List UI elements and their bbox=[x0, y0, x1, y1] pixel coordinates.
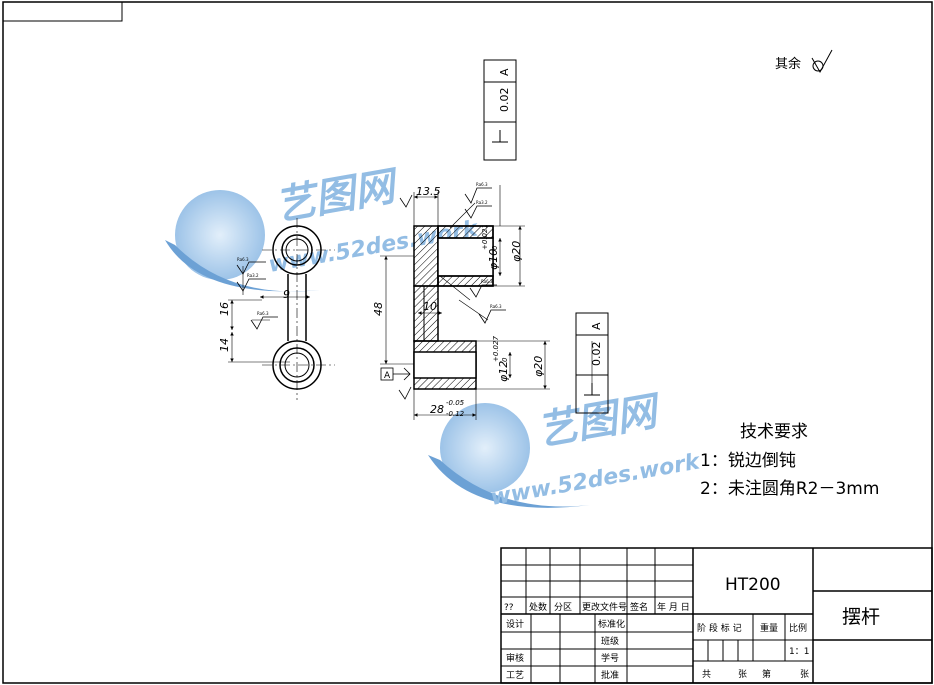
part-name: 摆杆 bbox=[842, 606, 880, 628]
tb-review: 审核 bbox=[506, 652, 524, 664]
tolerance-datum-1: A bbox=[498, 68, 511, 76]
corner-box bbox=[2, 1, 123, 22]
tb-signature: 签名 bbox=[630, 601, 648, 613]
tech-req-item-2: 2：未注圆角R2－3mm bbox=[700, 479, 879, 499]
dim-9: 9 bbox=[283, 288, 290, 301]
tech-req-item-1: 1：锐边倒钝 bbox=[700, 451, 796, 471]
watermark-2: 艺图网 www.52des.work bbox=[428, 388, 703, 511]
tb-process: 工艺 bbox=[506, 670, 524, 681]
dim-phi12-tol-up: +0.027 bbox=[492, 336, 500, 362]
material: HT200 bbox=[725, 575, 781, 595]
tb-count: 处数 bbox=[529, 601, 547, 613]
dim-28: 28 bbox=[430, 403, 444, 416]
tb-zone: 分区 bbox=[554, 602, 572, 613]
dim-10: 10 bbox=[423, 300, 437, 313]
tb-class: 班级 bbox=[601, 635, 619, 647]
roughness-check-icon bbox=[811, 49, 833, 74]
tb-mark: ?? bbox=[504, 603, 514, 613]
tolerance-datum-2: A bbox=[590, 322, 603, 330]
tb-no: 第 bbox=[762, 668, 771, 680]
tb-change-doc: 更改文件号 bbox=[582, 601, 627, 613]
tolerance-value-2: 0.02 bbox=[590, 342, 603, 367]
tb-sheet: 张 bbox=[738, 669, 747, 680]
top-view bbox=[228, 218, 335, 400]
tb-date: 年 月 日 bbox=[657, 601, 690, 613]
roughness-value: Ra6.3 bbox=[481, 279, 493, 284]
tb-design: 设计 bbox=[506, 618, 524, 630]
roughness-icon bbox=[398, 187, 506, 400]
roughness-value: Ra6.3 bbox=[476, 182, 488, 187]
dim-13-5: 13.5 bbox=[416, 185, 441, 198]
roughness-value: Ra6.3 bbox=[237, 257, 249, 262]
tb-approve: 批准 bbox=[601, 669, 619, 681]
watermark-cn-1: 艺图网 bbox=[272, 163, 404, 230]
tb-scale-value: 1：1 bbox=[789, 647, 809, 657]
roughness-value: Ra6.3 bbox=[257, 311, 269, 316]
roughness-icon bbox=[236, 261, 278, 330]
tb-sheet2: 张 bbox=[800, 669, 809, 680]
section-dims bbox=[380, 185, 593, 420]
tb-scale-label: 比例 bbox=[789, 622, 807, 634]
dim-48: 48 bbox=[372, 302, 385, 316]
datum-letter: A bbox=[384, 371, 391, 381]
dim-phi10-tol-up: +0.021 bbox=[481, 224, 489, 250]
tb-standardize: 标准化 bbox=[598, 618, 625, 630]
tolerance-frame-2 bbox=[575, 312, 609, 414]
dim-phi20-bot: φ20 bbox=[532, 356, 545, 377]
roughness-value: Ra6.3 bbox=[490, 304, 502, 309]
tb-weight: 重量 bbox=[760, 622, 778, 634]
title-block bbox=[500, 547, 933, 684]
dim-phi20-top: φ20 bbox=[510, 241, 523, 262]
tb-student-id: 学号 bbox=[601, 652, 619, 664]
tech-req-title: 技术要求 bbox=[740, 422, 808, 442]
tb-stage-mark: 阶 段 标 记 bbox=[697, 622, 742, 634]
dim-28-tol-lo: -0.12 bbox=[446, 410, 465, 418]
datum-leader bbox=[393, 367, 411, 381]
dim-28-tol-up: -0.05 bbox=[446, 399, 465, 407]
roughness-value: Ra3.2 bbox=[476, 200, 488, 205]
tolerance-value-1: 0.02 bbox=[498, 88, 511, 113]
roughness-note: 其余 bbox=[775, 56, 801, 72]
section-view bbox=[413, 225, 494, 390]
watermark-cn-2: 艺图网 bbox=[534, 388, 666, 455]
tb-total: 共 bbox=[702, 669, 711, 680]
dim-phi10-tol-lo: 0 bbox=[491, 245, 499, 250]
dim-14: 14 bbox=[218, 338, 231, 352]
dim-phi12: φ12 bbox=[497, 361, 510, 382]
dim-16: 16 bbox=[218, 302, 231, 316]
dim-phi12-tol-lo: 0 bbox=[501, 357, 509, 362]
tolerance-frame-1 bbox=[483, 59, 517, 161]
dim-phi10: φ10 bbox=[487, 249, 500, 270]
roughness-value: Ra3.2 bbox=[247, 273, 259, 278]
